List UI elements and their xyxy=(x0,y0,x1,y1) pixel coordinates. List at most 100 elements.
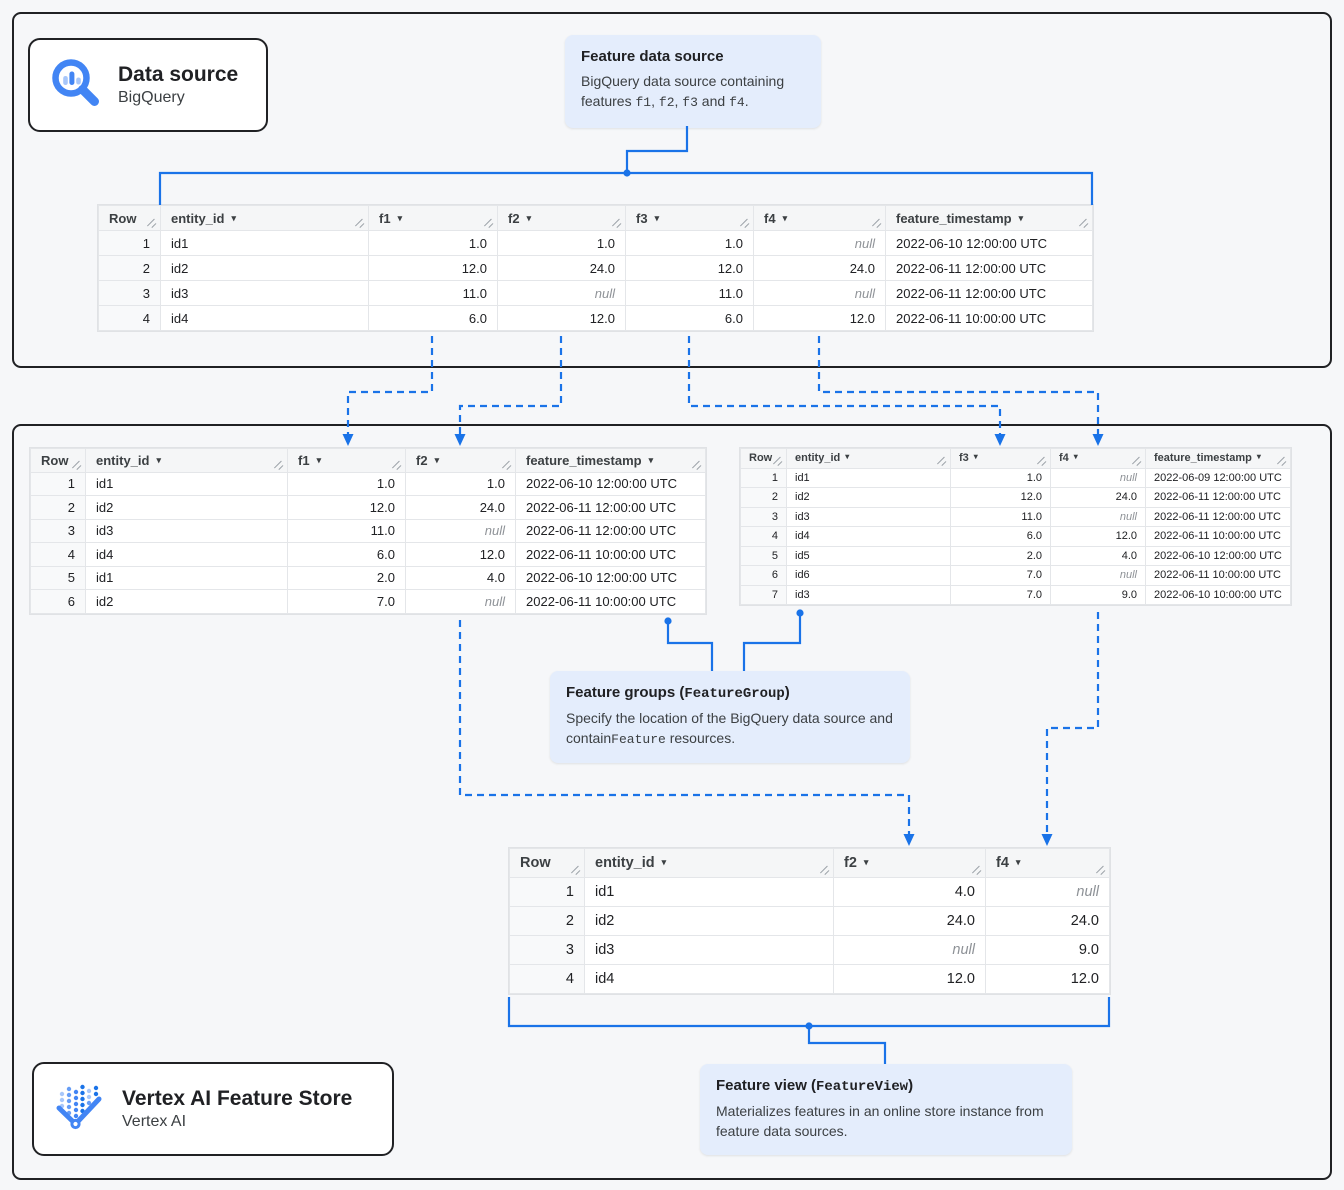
table-cell: 2022-06-09 12:00:00 UTC xyxy=(1145,467,1291,488)
resize-handle-icon xyxy=(771,456,784,466)
table-cell: id2 xyxy=(786,487,951,508)
table-cell: id1 xyxy=(786,467,951,488)
resize-handle-icon xyxy=(1077,218,1090,229)
sort-caret-icon: ▾ xyxy=(845,452,850,462)
sort-caret-icon: ▾ xyxy=(316,454,322,465)
table-cell: id4 xyxy=(85,542,288,567)
vertex-card-title: Vertex AI Feature Store xyxy=(122,1086,353,1110)
table-cell: null xyxy=(753,230,886,256)
table-cell: 2022-06-11 12:00:00 UTC xyxy=(1145,487,1291,508)
table-cell: id4 xyxy=(584,964,834,994)
vertex-feature-store-card: Vertex AI Feature Store Vertex AI xyxy=(32,1062,394,1156)
sort-caret-icon: ▾ xyxy=(648,454,654,465)
callout-body: Materializes features in an online store… xyxy=(716,1103,1044,1140)
callout-title: Feature groups (FeatureGroup) xyxy=(566,684,790,702)
resize-handle-icon xyxy=(70,460,83,470)
table-cell: 24.0 xyxy=(985,906,1110,936)
column-header-Row: Row xyxy=(30,448,86,473)
resize-handle-icon xyxy=(353,218,366,229)
table-cell: 12.0 xyxy=(405,542,516,567)
resize-handle-icon xyxy=(610,218,623,229)
table-cell: 1.0 xyxy=(368,230,498,256)
table-cell: 12.0 xyxy=(985,964,1110,994)
resize-handle-icon xyxy=(1035,456,1048,466)
column-header-f4: f4▾ xyxy=(985,848,1110,878)
table-cell: 2 xyxy=(740,487,787,508)
table-cell: 11.0 xyxy=(625,280,754,306)
table-cell: id3 xyxy=(85,518,288,543)
sort-caret-icon: ▾ xyxy=(973,452,978,462)
resize-handle-icon xyxy=(738,218,751,229)
column-header-f1: f1▾ xyxy=(368,205,498,231)
table-cell: 2.0 xyxy=(950,545,1051,566)
table-cell: 2022-06-11 10:00:00 UTC xyxy=(515,589,706,614)
table-cell: 2022-06-11 12:00:00 UTC xyxy=(885,255,1093,281)
column-header-Row: Row xyxy=(509,848,585,878)
bigquery-section-frame xyxy=(12,12,1332,368)
sort-caret-icon: ▾ xyxy=(1015,857,1021,867)
table-cell: id6 xyxy=(786,565,951,586)
table-cell: 2.0 xyxy=(287,565,406,590)
table-cell: 24.0 xyxy=(1050,487,1146,508)
table-cell: 24.0 xyxy=(753,255,886,281)
table-cell: 24.0 xyxy=(405,495,516,520)
resize-handle-icon xyxy=(970,865,983,876)
table-cell: 12.0 xyxy=(950,487,1051,508)
table-cell: 9.0 xyxy=(985,935,1110,965)
sort-caret-icon: ▾ xyxy=(397,212,403,223)
table-cell: null xyxy=(985,877,1110,907)
table-cell: 2022-06-11 10:00:00 UTC xyxy=(1145,526,1291,547)
column-header-f1: f1▾ xyxy=(287,448,406,473)
table-cell: 1.0 xyxy=(287,471,406,496)
table-cell: 2022-06-10 12:00:00 UTC xyxy=(515,565,706,590)
callout-title: Feature view (FeatureView) xyxy=(716,1077,914,1095)
column-header-entity_id: entity_id▾ xyxy=(160,205,369,231)
table-cell: 2 xyxy=(98,255,161,281)
table-cell: id3 xyxy=(786,506,951,527)
table-cell: id4 xyxy=(786,526,951,547)
resize-handle-icon xyxy=(145,218,158,229)
table-cell: 1.0 xyxy=(405,471,516,496)
table-cell: 2022-06-10 10:00:00 UTC xyxy=(1145,584,1291,605)
table-cell: 4 xyxy=(98,305,161,331)
table-cell: 2022-06-11 12:00:00 UTC xyxy=(1145,506,1291,527)
table-cell: null xyxy=(1050,565,1146,586)
sort-caret-icon: ▾ xyxy=(156,454,161,465)
resize-handle-icon xyxy=(569,865,582,876)
table-cell: 2022-06-11 12:00:00 UTC xyxy=(885,280,1093,306)
table-cell: 2 xyxy=(30,495,86,520)
table-cell: 5 xyxy=(30,565,86,590)
vertex-card-subtitle: Vertex AI xyxy=(122,1113,187,1131)
table-cell: 11.0 xyxy=(287,518,406,543)
callout-body: BigQuery data source containing features… xyxy=(581,73,785,111)
column-header-feature_timestamp: feature_timestamp▾ xyxy=(515,448,706,473)
sort-caret-icon: ▾ xyxy=(661,857,667,867)
table-cell: null xyxy=(1050,506,1146,527)
table-cell: 4.0 xyxy=(1050,545,1146,566)
feature-data-source-callout: Feature data source BigQuery data source… xyxy=(565,35,821,128)
resize-handle-icon xyxy=(690,460,703,470)
callout-title: Feature data source xyxy=(581,48,724,65)
table-cell: null xyxy=(405,589,516,614)
column-header-f2: f2▾ xyxy=(497,205,626,231)
sort-caret-icon: ▾ xyxy=(1018,212,1024,223)
table-cell: 4.0 xyxy=(405,565,516,590)
data-source-card: Data source BigQuery xyxy=(28,38,268,132)
table-cell: 2022-06-11 10:00:00 UTC xyxy=(1145,565,1291,586)
column-header-entity_id: entity_id▾ xyxy=(584,848,834,878)
table-cell: id4 xyxy=(160,305,369,331)
column-header-f4: f4▾ xyxy=(753,205,886,231)
column-header-f2: f2▾ xyxy=(833,848,986,878)
